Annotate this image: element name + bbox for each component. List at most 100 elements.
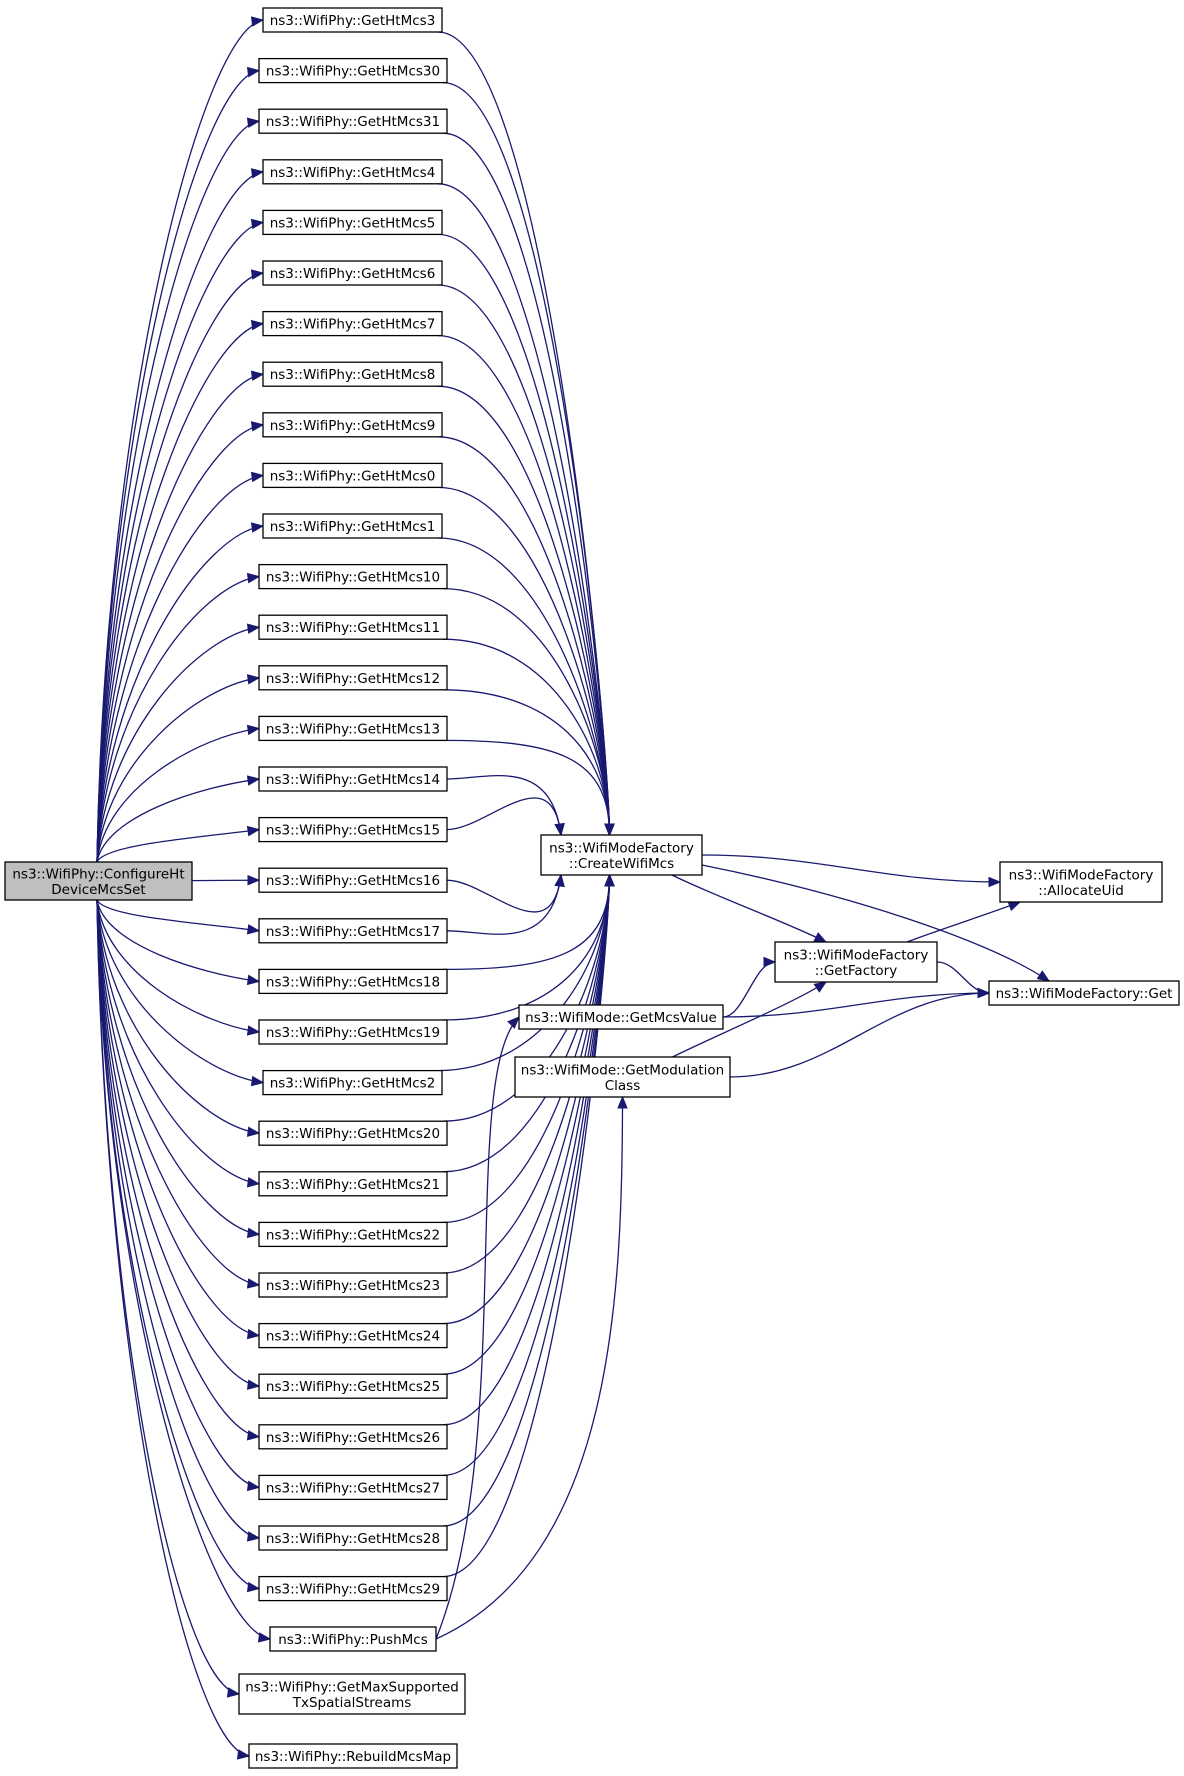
node-box — [258, 1474, 448, 1501]
node-ht26[interactable]: ns3::WifiPhy::GetHtMcs26 — [258, 1424, 448, 1450]
edge-ht11-to-createwifimcs — [442, 638, 611, 836]
edge-getfactory-to-get-arrowhead — [977, 987, 991, 999]
node-ht13[interactable]: ns3::WifiPhy::GetHtMcs13 — [258, 715, 448, 742]
edge-configure-to-ht26 — [96, 899, 260, 1438]
node-ht14[interactable]: ns3::WifiPhy::GetHtMcs14 — [258, 766, 448, 792]
edge-configure-to-ht27 — [96, 899, 260, 1489]
node-getmcsvalue[interactable]: ns3::WifiMode::GetMcsValue — [518, 1004, 724, 1030]
edge-getmodclass-to-getfactory — [672, 981, 827, 1058]
node-box — [258, 1322, 448, 1349]
edge-getmcsvalue-to-get — [722, 992, 990, 1018]
node-ht19[interactable]: ns3::WifiPhy::GetHtMcs19 — [258, 1019, 448, 1045]
node-label: ns3::WifiPhy::GetHtMcs0 — [270, 468, 436, 484]
node-rebuild[interactable]: ns3::WifiPhy::RebuildMcsMap — [248, 1743, 458, 1769]
edge-ht13-to-createwifimcs — [442, 739, 611, 836]
edge-ht29-to-createwifimcs-arrowhead — [604, 873, 615, 887]
node-label: ns3::WifiModeFactory — [549, 840, 694, 856]
edge-configure-to-ht19 — [96, 899, 260, 1033]
node-pushmcs[interactable]: ns3::WifiPhy::PushMcs — [269, 1626, 437, 1652]
node-label: ns3::WifiPhy::GetHtMcs30 — [266, 64, 440, 80]
node-ht4[interactable]: ns3::WifiPhy::GetHtMcs4 — [262, 159, 443, 185]
node-ht0[interactable]: ns3::WifiPhy::GetHtMcs0 — [262, 462, 443, 489]
edge-configure-to-ht29-arrowhead — [246, 1581, 261, 1593]
node-label: DeviceMcsSet — [51, 882, 145, 898]
node-label: ns3::WifiPhy::GetHtMcs10 — [266, 570, 440, 586]
node-label: ns3::WifiPhy::GetHtMcs5 — [270, 215, 436, 231]
node-ht21[interactable]: ns3::WifiPhy::GetHtMcs21 — [258, 1171, 448, 1197]
node-box — [258, 1120, 448, 1146]
edge-configure-to-ht0 — [96, 474, 264, 863]
node-get[interactable]: ns3::WifiModeFactory::Get — [988, 980, 1180, 1006]
node-label: ns3::WifiPhy::GetHtMcs22 — [266, 1227, 440, 1243]
node-allocateuid[interactable]: ns3::WifiModeFactory::AllocateUid — [999, 861, 1163, 903]
node-label: ns3::WifiPhy::GetHtMcs12 — [266, 671, 440, 687]
node-getmaxss[interactable]: ns3::WifiPhy::GetMaxSupportedTxSpatialSt… — [238, 1673, 466, 1715]
edge-ht19-to-createwifimcs — [442, 874, 611, 1021]
edge-ht17-to-createwifimcs-arrowhead — [554, 873, 565, 888]
edge-configure-to-ht11-arrowhead — [246, 623, 261, 634]
node-box — [514, 1056, 731, 1098]
node-ht20[interactable]: ns3::WifiPhy::GetHtMcs20 — [258, 1120, 448, 1146]
node-ht15[interactable]: ns3::WifiPhy::GetHtMcs15 — [258, 816, 448, 843]
node-ht31[interactable]: ns3::WifiPhy::GetHtMcs31 — [258, 108, 448, 134]
node-box — [262, 412, 443, 438]
node-ht27[interactable]: ns3::WifiPhy::GetHtMcs27 — [258, 1474, 448, 1501]
edge-ht15-to-createwifimcs-arrowhead — [554, 822, 565, 837]
node-label: TxSpatialStreams — [292, 1695, 412, 1711]
node-label: ns3::WifiPhy::GetHtMcs7 — [270, 317, 436, 333]
node-ht23[interactable]: ns3::WifiPhy::GetHtMcs23 — [258, 1272, 448, 1298]
node-label: ns3::WifiModeFactory::Get — [996, 986, 1173, 1002]
edge-ht12-to-createwifimcs — [442, 689, 611, 836]
node-label: ::GetFactory — [815, 963, 897, 979]
node-ht1[interactable]: ns3::WifiPhy::GetHtMcs1 — [262, 513, 443, 539]
edge-configure-to-ht8-arrowhead — [250, 370, 265, 381]
node-ht10[interactable]: ns3::WifiPhy::GetHtMcs10 — [258, 563, 448, 590]
node-ht12[interactable]: ns3::WifiPhy::GetHtMcs12 — [258, 665, 448, 691]
node-ht3[interactable]: ns3::WifiPhy::GetHtMcs3 — [262, 7, 443, 33]
edge-getmcsvalue-to-getfactory — [722, 961, 776, 1018]
node-ht16[interactable]: ns3::WifiPhy::GetHtMcs16 — [258, 867, 448, 893]
node-ht11[interactable]: ns3::WifiPhy::GetHtMcs11 — [258, 614, 448, 640]
node-ht24[interactable]: ns3::WifiPhy::GetHtMcs24 — [258, 1322, 448, 1349]
edge-configure-to-ht10 — [96, 575, 260, 863]
edge-ht2-to-createwifimcs — [437, 874, 611, 1072]
edge-configure-to-ht21 — [96, 899, 260, 1185]
node-getfactory[interactable]: ns3::WifiModeFactory::GetFactory — [774, 941, 938, 983]
node-label: ns3::WifiPhy::GetHtMcs24 — [266, 1329, 440, 1345]
node-box — [258, 563, 448, 590]
node-ht18[interactable]: ns3::WifiPhy::GetHtMcs18 — [258, 968, 448, 995]
node-ht17[interactable]: ns3::WifiPhy::GetHtMcs17 — [258, 918, 448, 944]
edge-configure-to-ht7 — [96, 322, 264, 863]
node-ht9[interactable]: ns3::WifiPhy::GetHtMcs9 — [262, 412, 443, 438]
node-ht29[interactable]: ns3::WifiPhy::GetHtMcs29 — [258, 1575, 448, 1602]
edge-getfactory-to-allocateuid — [906, 901, 1021, 943]
edge-configure-to-ht14-arrowhead — [246, 775, 261, 786]
node-ht2[interactable]: ns3::WifiPhy::GetHtMcs2 — [262, 1069, 443, 1096]
node-ht30[interactable]: ns3::WifiPhy::GetHtMcs30 — [258, 57, 448, 84]
edge-ht14-to-createwifimcs — [446, 774, 562, 836]
edge-createwifimcs-to-allocateuid — [701, 854, 1001, 883]
node-box — [258, 1019, 448, 1045]
node-createwifimcs[interactable]: ns3::WifiModeFactory::CreateWifiMcs — [540, 834, 703, 876]
edge-configure-to-ht24-arrowhead — [246, 1328, 261, 1340]
edge-configure-to-ht24 — [96, 899, 260, 1337]
node-ht8[interactable]: ns3::WifiPhy::GetHtMcs8 — [262, 361, 443, 387]
edge-createwifimcs-to-get-arrowhead — [1036, 970, 1051, 982]
node-ht22[interactable]: ns3::WifiPhy::GetHtMcs22 — [258, 1221, 448, 1248]
node-ht7[interactable]: ns3::WifiPhy::GetHtMcs7 — [262, 310, 443, 337]
node-box — [258, 1525, 448, 1551]
node-box — [258, 57, 448, 84]
edge-getfactory-to-get — [936, 961, 990, 994]
node-box — [4, 861, 193, 901]
edge-configure-to-ht4-arrowhead — [250, 168, 265, 179]
node-ht28[interactable]: ns3::WifiPhy::GetHtMcs28 — [258, 1525, 448, 1551]
node-label: ns3::WifiPhy::GetHtMcs19 — [266, 1025, 440, 1041]
node-ht6[interactable]: ns3::WifiPhy::GetHtMcs6 — [262, 260, 443, 286]
node-label: ::CreateWifiMcs — [569, 856, 674, 872]
node-ht5[interactable]: ns3::WifiPhy::GetHtMcs5 — [262, 209, 443, 236]
edge-configure-to-ht30-arrowhead — [246, 66, 261, 78]
node-ht25[interactable]: ns3::WifiPhy::GetHtMcs25 — [258, 1373, 448, 1399]
